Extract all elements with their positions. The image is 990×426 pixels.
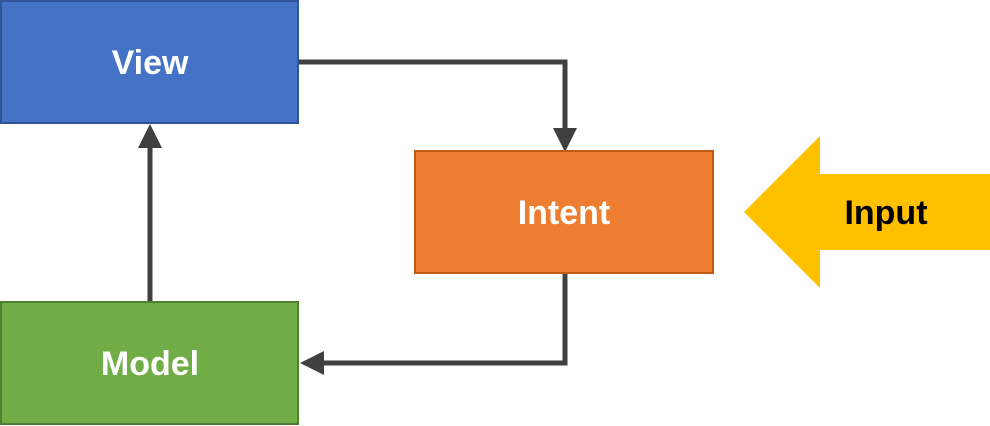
input-arrow-label: Input xyxy=(844,194,927,232)
connector-model-to-view-arrowhead xyxy=(138,124,162,148)
node-model-label: Model xyxy=(101,345,199,383)
node-view-label: View xyxy=(112,44,189,82)
node-view-box xyxy=(0,0,299,124)
connector-view-to-intent-arrowhead xyxy=(553,128,577,152)
input-arrow-shape xyxy=(744,136,990,288)
node-model-box xyxy=(0,301,299,425)
node-intent-box xyxy=(414,150,714,274)
node-view: View xyxy=(0,0,299,124)
connector-model-to-view xyxy=(138,124,162,302)
connector-intent-to-model xyxy=(300,274,568,375)
input-arrow: Input xyxy=(744,136,990,288)
node-intent-label: Intent xyxy=(518,194,611,232)
node-intent: Intent xyxy=(414,150,714,274)
connector-intent-to-model-arrowhead xyxy=(300,351,324,375)
connector-view-to-intent xyxy=(298,59,577,152)
connector-view-to-intent-line xyxy=(298,59,568,130)
node-model: Model xyxy=(0,301,299,425)
connector-intent-to-model-line xyxy=(322,274,568,366)
